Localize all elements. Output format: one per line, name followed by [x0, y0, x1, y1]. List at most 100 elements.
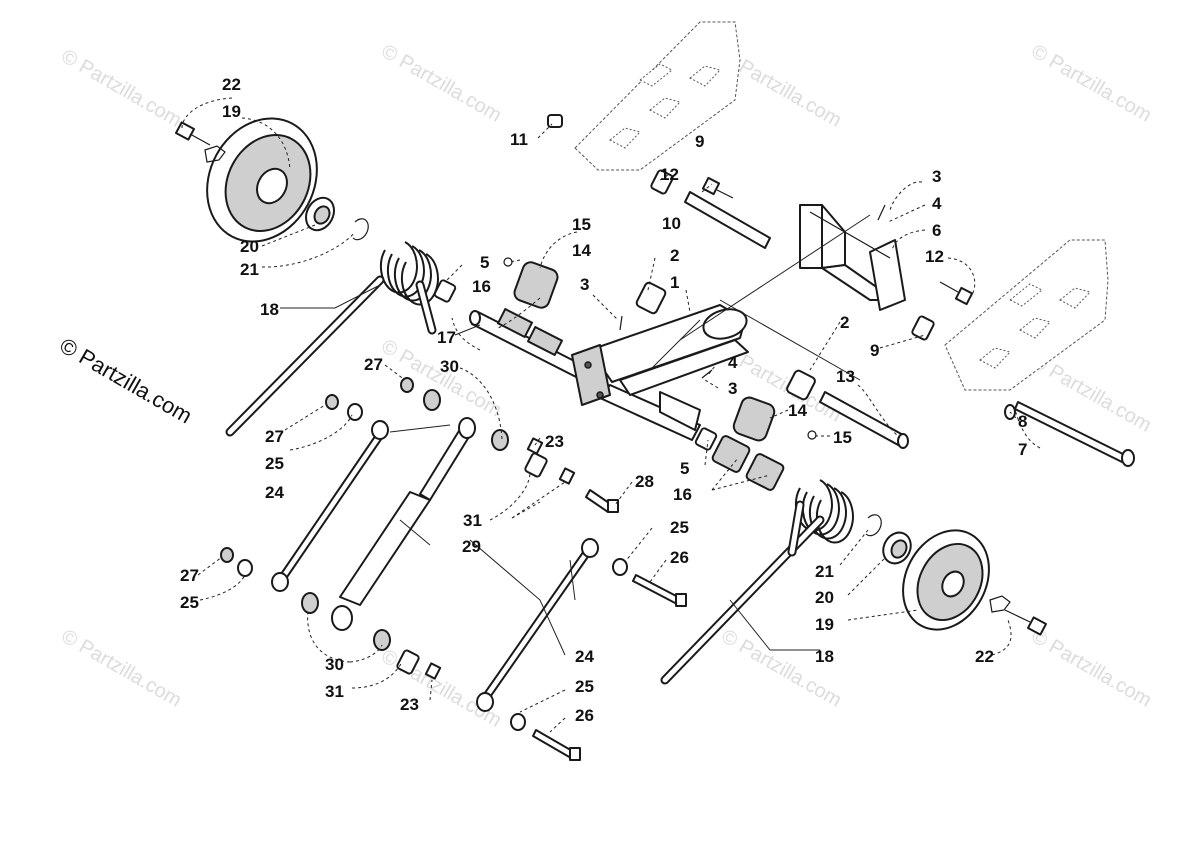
nut-27-a: [400, 377, 414, 393]
callout-15-lower: 15: [833, 428, 852, 447]
idler-wheel-right: [902, 529, 990, 631]
shaft-13: [819, 391, 909, 449]
shaft-10: [684, 191, 771, 249]
nut-27-c: [220, 547, 234, 563]
bolt-22-left: [175, 121, 211, 146]
callout-numbers: 22 19 11 9 12 3 4 10 6 15 12 14 2 20 5 2…: [180, 75, 1027, 725]
callout-2-lower: 2: [840, 313, 849, 332]
watermark-tile: © Partzilla.com: [58, 45, 186, 131]
torsion-spring-right: [660, 479, 854, 685]
idler-wheel-left: [206, 117, 318, 243]
cross-shaft-left: [469, 308, 593, 383]
callout-25-upper: 25: [265, 454, 284, 473]
bracket-6: [799, 204, 906, 311]
bushing-31-b: [396, 649, 420, 675]
clip-15-upper: [503, 257, 513, 267]
long-bolt-7: [1014, 401, 1135, 467]
callout-11: 11: [510, 130, 528, 149]
front-arm-assembly: [571, 304, 749, 441]
callout-12-lower: 12: [925, 247, 944, 266]
callout-23-upper: 23: [545, 432, 564, 451]
watermark-tile: © Partzilla.com: [378, 335, 506, 421]
washer-22-right: [989, 595, 1011, 613]
callout-24-upper: 24: [265, 483, 284, 502]
washer-30-d: [373, 629, 391, 651]
bolt-26-lower: [532, 729, 581, 761]
callout-6: 6: [932, 221, 941, 240]
callout-8: 8: [1018, 412, 1027, 431]
spacer-25-d: [510, 713, 526, 731]
callout-20-left: 20: [240, 237, 259, 256]
washer-22-left: [204, 145, 226, 163]
bushing-9-lower: [911, 315, 935, 341]
callout-27-lower: 27: [180, 566, 199, 585]
callout-4-right: 4: [932, 194, 942, 213]
callout-4-lower: 4: [728, 353, 738, 372]
link-rod-24-left: [271, 420, 389, 592]
bushing-5-left: [433, 279, 457, 303]
callout-3-upper: 3: [580, 275, 589, 294]
bolt-12-upper: [701, 176, 734, 199]
bolt-28: [585, 489, 619, 513]
callout-22-right: 22: [975, 647, 994, 666]
bolt-22-right: [1004, 609, 1047, 636]
callout-3-lower: 3: [728, 379, 737, 398]
callout-25-lower-right: 25: [575, 677, 594, 696]
callout-28: 28: [635, 472, 654, 491]
clip-15-lower: [807, 430, 817, 440]
callout-12-upper: 12: [660, 165, 679, 184]
grease-fitting-3-upper: [619, 315, 623, 331]
spacer-25-a: [347, 403, 363, 421]
callout-17: 17: [437, 328, 456, 347]
shock-absorber-29: [331, 417, 476, 631]
callout-16-lower: 16: [673, 485, 692, 504]
bearing-right: [882, 531, 912, 565]
callout-31-lower: 31: [325, 682, 344, 701]
bushing-9-upper: [650, 169, 674, 195]
bearing-left: [305, 196, 335, 232]
callout-25-lower-left: 25: [180, 593, 199, 612]
grease-fitting-3-mid: [877, 204, 886, 221]
washer-30-c: [301, 592, 319, 614]
grease-fitting-3-lower: [701, 369, 713, 379]
callout-5-upper: 5: [480, 253, 489, 272]
callout-30-upper: 30: [440, 357, 459, 376]
bushing-16-b: [745, 453, 785, 491]
callout-21-left: 21: [240, 260, 259, 279]
callout-arcs: [181, 97, 1041, 733]
callout-29: 29: [462, 537, 481, 556]
watermark-tile: © Partzilla.com: [378, 40, 506, 126]
sleeve-23-b: [558, 467, 576, 485]
callout-2-upper: 2: [670, 246, 679, 265]
callout-26-lower: 26: [575, 706, 594, 725]
callout-5-lower: 5: [680, 459, 689, 478]
spacer-25-c: [612, 558, 628, 576]
watermark-tile: © Partzilla.com: [378, 645, 506, 731]
bumper-14-lower: [732, 396, 776, 442]
callout-14-upper: 14: [572, 241, 591, 260]
callout-30-lower: 30: [325, 655, 344, 674]
watermark-tile: © Partzilla.com: [58, 625, 186, 711]
brand-watermark: © Partzilla.com: [56, 333, 197, 429]
callout-20-right: 20: [815, 588, 834, 607]
spacer-25-b: [237, 559, 253, 577]
bushing-2-upper: [635, 281, 667, 315]
bushing-5-right: [694, 427, 718, 451]
watermark-tile: © Partzilla.com: [1028, 625, 1156, 711]
snap-ring-left: [352, 218, 369, 241]
nut-11: [547, 114, 563, 128]
washer-30-a: [423, 389, 441, 411]
rail-lower: [944, 239, 1109, 391]
nut-27-b: [325, 394, 339, 410]
torsion-spring-left: [225, 241, 439, 437]
bumper-14-upper: [513, 261, 559, 309]
callout-19-left: 19: [222, 102, 241, 121]
callout-7: 7: [1018, 440, 1027, 459]
sleeve-23-c: [424, 662, 442, 680]
callout-18-left: 18: [260, 300, 279, 319]
callout-22-left: 22: [222, 75, 241, 94]
callout-23-lower: 23: [400, 695, 419, 714]
callout-25-mid: 25: [670, 518, 689, 537]
callout-13: 13: [836, 367, 855, 386]
